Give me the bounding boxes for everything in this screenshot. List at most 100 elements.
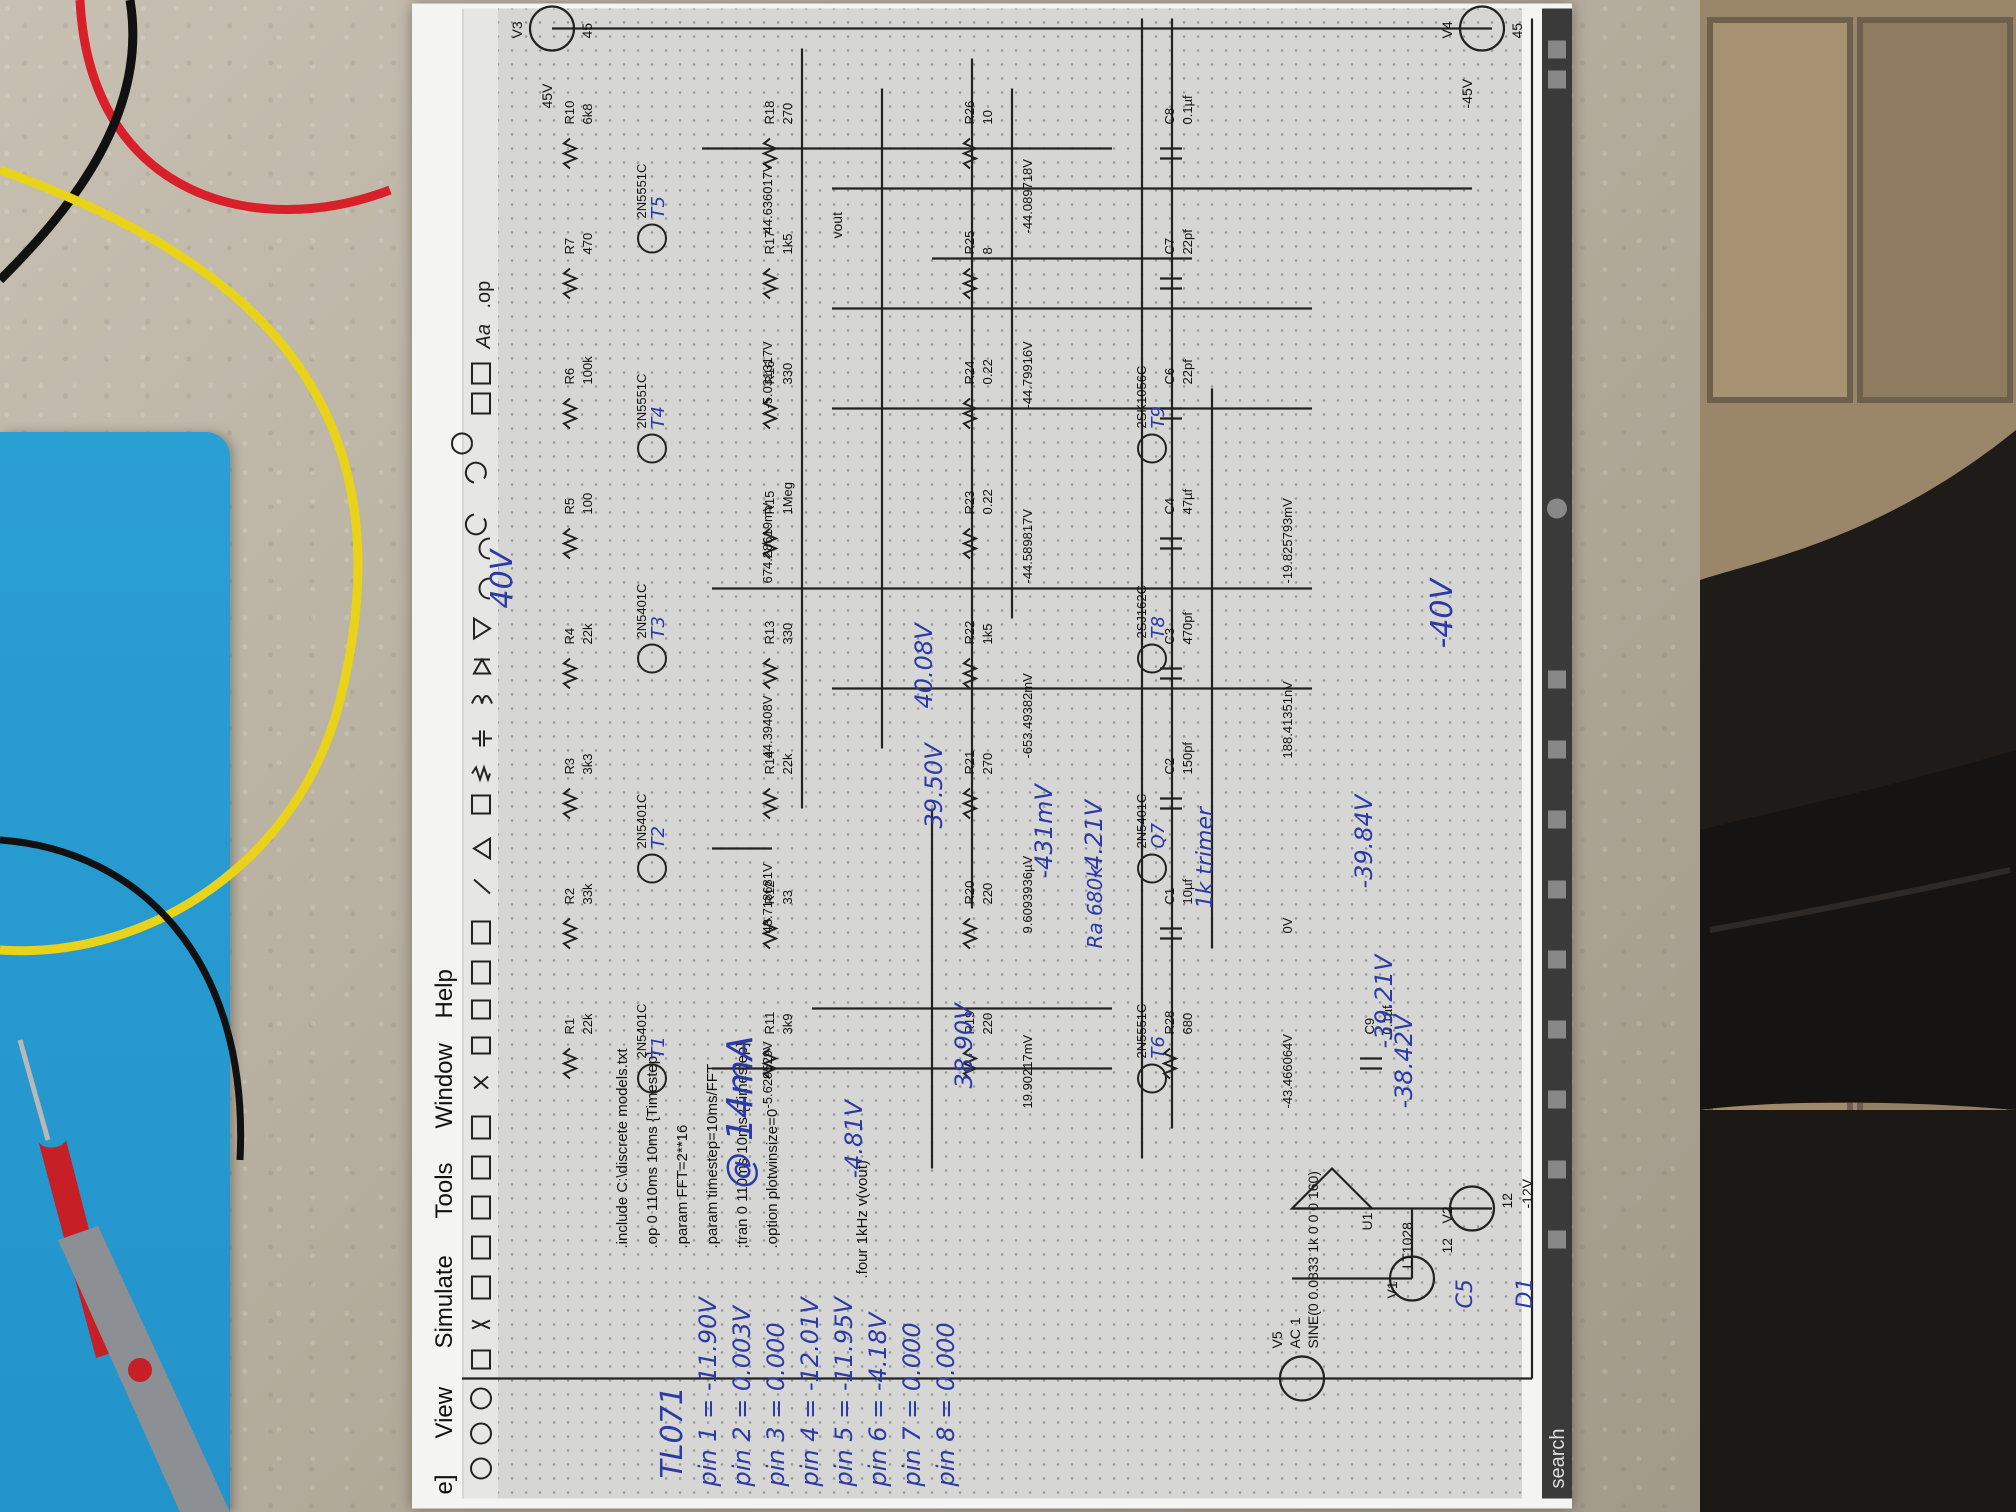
node-voltage: 0V [1280,917,1295,933]
ltspice-icon[interactable] [1548,810,1566,829]
node-voltage: 188.41351nV [1280,681,1295,759]
mirror-icon[interactable] [471,392,491,415]
component-value: 0.1µf [1180,95,1195,125]
node-voltage: -44.79916V [1020,341,1035,409]
menu-item-file[interactable]: e] [431,1474,458,1494]
resistor-icon[interactable] [471,764,491,783]
mail-icon[interactable] [1548,950,1566,969]
component-ref: R16 [762,361,777,385]
hand-v-c1: -4.81V [840,1098,868,1178]
autorange-icon[interactable] [471,1319,491,1330]
zoom-in-icon[interactable] [470,1457,492,1480]
hand-v-t4a: -39.21V [1370,953,1398,1048]
text-aa-icon[interactable]: Aa [473,324,495,349]
menu-item-simulate[interactable]: Simulate [431,1255,458,1348]
edge-icon[interactable] [1548,1160,1566,1179]
transistor-ref: T2 [648,826,669,848]
tl071-pin: pin 2 = 0.003V [728,1304,756,1487]
ground-icon[interactable] [472,836,491,861]
node-voltage: -19.825793mV [1280,498,1295,584]
rail-neg12: -12V [1519,1178,1535,1208]
component-value: 8 [980,247,995,254]
text-icon[interactable] [471,362,491,385]
component-value: 470 [580,233,595,255]
pan-icon[interactable] [470,1422,492,1445]
menu-item-help[interactable]: Help [431,969,458,1018]
taskbar-search[interactable]: search [1547,1428,1569,1488]
menu-item-tools[interactable]: Tools [431,1162,458,1218]
voltage-sources: V5 AC 1 SINE(0 0.0833 1k 0 0 0 160) V1 1… [509,5,1535,1402]
component-ref: C2 [1162,758,1177,775]
spice-directive-icon[interactable]: .op [473,281,495,309]
resistor-symbol [561,917,579,950]
task-view-icon[interactable] [1548,1230,1566,1249]
component-value: 0.22 [980,489,995,514]
redo-icon[interactable] [464,461,487,484]
resistor-symbol [961,267,979,300]
waveform-icon[interactable] [471,1275,491,1300]
app-icon[interactable] [1548,880,1566,899]
zoom-fit-icon[interactable] [471,1349,491,1370]
component-ref: C8 [1162,108,1177,125]
menu-item-view[interactable]: View [431,1386,458,1438]
transistor-ref: T5 [648,196,669,218]
transistor-ref: T1 [648,1036,669,1058]
transistor-symbol [637,853,667,884]
media-icon[interactable] [1547,498,1567,519]
component-ref: R6 [562,368,577,385]
wire-tool-icon[interactable] [473,878,491,895]
component-ref: R28 [1162,1011,1177,1035]
inductor-icon[interactable] [471,695,493,704]
component-value: 10µf [1180,879,1195,905]
node-voltage-labels: -5.629529V43.718681V44.39408V674.28619mV… [760,159,1295,1109]
component-ref: C4 [1162,498,1177,515]
resistor-symbol [961,527,979,560]
component-icon[interactable] [473,616,492,641]
directive-line: .op 0 110ms 10ms {Timestep} [644,1051,661,1249]
component-ref: R24 [962,361,977,385]
rotate-icon[interactable] [451,432,473,455]
battery-icon[interactable] [1548,70,1566,89]
drag-icon[interactable] [478,537,491,560]
cascade-icon[interactable] [471,1155,491,1180]
snipping-icon[interactable] [1548,670,1566,689]
close-window-icon[interactable] [471,1115,491,1140]
component-value: 0.1µf [1380,1005,1395,1035]
node-voltage: 674.28619mV [760,502,775,583]
source-v5-symbol [1278,1355,1326,1402]
capacitor-symbol [1160,407,1182,420]
copy-icon[interactable] [471,1036,491,1055]
transistor-part: 2SK1056C [1134,366,1149,429]
hand-d1: D1 [1513,1278,1538,1309]
component-ref: C7 [1162,238,1177,255]
resistor-symbol [561,397,579,430]
transistor-symbol [637,223,667,254]
menu-item-window[interactable]: Window [431,1042,458,1128]
move-icon[interactable] [478,577,491,600]
component-ref: R14 [762,751,777,775]
store-icon[interactable] [1548,1020,1566,1039]
capacitor-icon[interactable] [472,730,492,747]
node-voltage: -5.031317V [760,341,775,409]
network-icon[interactable] [1548,40,1566,59]
paste-icon[interactable] [471,999,491,1020]
hand-v-t5: -39.84V [1350,793,1378,888]
tile-vertical-icon[interactable] [471,1235,491,1260]
find-icon[interactable] [471,960,491,985]
capacitor-symbol [1160,537,1182,550]
component-value: 1k5 [780,234,795,255]
taskbar: search [1542,8,1572,1499]
calculator-icon[interactable] [1548,740,1566,759]
rail-neg: -45V [1459,78,1475,108]
component-value: 100 [580,493,595,515]
tile-horizontal-icon[interactable] [471,1195,491,1220]
diode-icon[interactable] [472,657,492,675]
undo-icon[interactable] [464,513,487,536]
cut-icon[interactable] [473,1075,489,1090]
label-icon[interactable] [471,794,491,815]
explorer-icon[interactable] [1548,1090,1566,1109]
print-icon[interactable] [471,920,491,945]
zoom-out-icon[interactable] [470,1387,492,1410]
